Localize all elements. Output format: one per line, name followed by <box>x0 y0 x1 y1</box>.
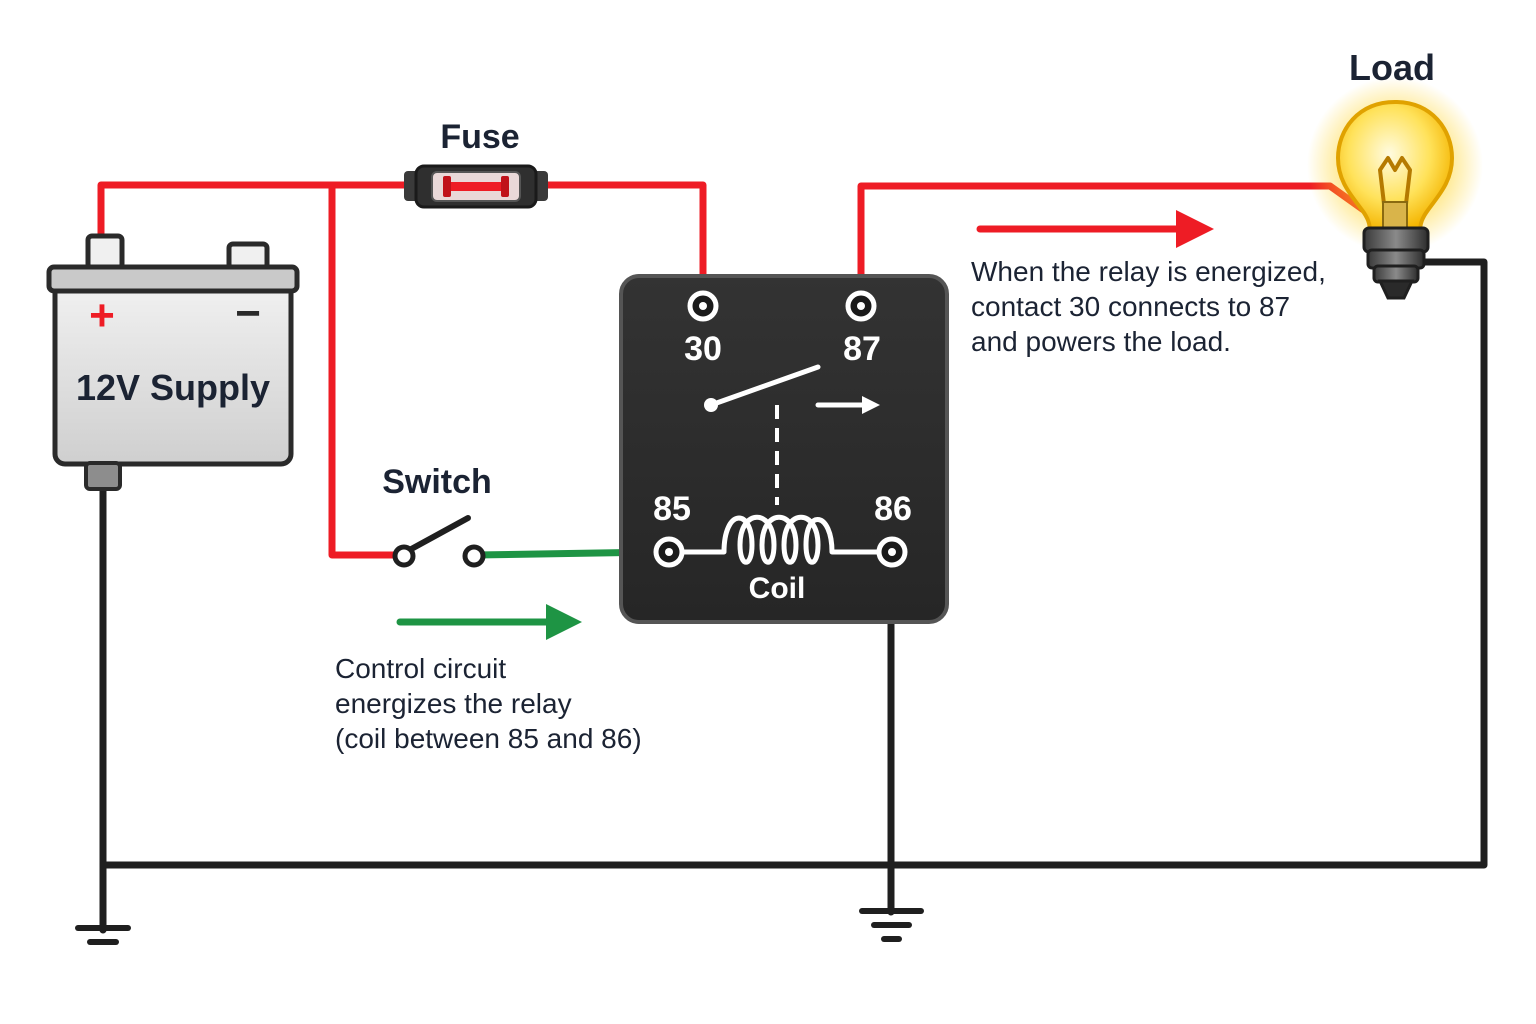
pin-86-label: 86 <box>874 490 912 528</box>
ground-symbol-left <box>75 925 131 945</box>
relay-coil <box>677 514 885 565</box>
battery-positive-wire <box>97 181 416 244</box>
common-ground-bus <box>99 258 1488 869</box>
switch-label: Switch <box>382 463 492 501</box>
relay-contact-pivot <box>704 398 718 412</box>
control-note-line-3: (coil between 85 and 86) <box>335 723 642 754</box>
load-note-line-1: When the relay is energized, <box>971 256 1326 287</box>
battery-minus-sign: − <box>235 289 261 338</box>
load-note: When the relay is energized, contact 30 … <box>971 256 1334 357</box>
control-note-line-1: Control circuit <box>335 653 506 684</box>
battery-plus-sign: + <box>89 291 115 340</box>
load-note-line-3: and powers the load. <box>971 326 1231 357</box>
fuse-to-pin30-wire <box>542 181 707 304</box>
pin-30-label: 30 <box>684 330 722 368</box>
switch-feed-wire <box>328 181 402 559</box>
load-label: Load <box>1349 47 1435 88</box>
ground-symbol-right <box>859 908 924 942</box>
fuse-label: Fuse <box>440 118 519 156</box>
battery <box>46 233 300 491</box>
control-arrow <box>396 604 582 640</box>
light-bulb-icon <box>1307 77 1483 300</box>
pin-87-label: 87 <box>843 330 881 368</box>
relay-contact-arm <box>708 364 821 408</box>
relay <box>619 274 949 624</box>
load-note-line-2: contact 30 connects to 87 <box>971 291 1290 322</box>
control-note: Control circuit energizes the relay (coi… <box>335 653 642 754</box>
fuse <box>404 164 548 209</box>
control-note-line-2: energizes the relay <box>335 688 572 719</box>
pin-85-label: 85 <box>653 490 691 528</box>
supply-label: 12V Supply <box>76 367 270 408</box>
relay-arrow-head <box>862 396 880 414</box>
switch <box>392 515 486 568</box>
load-arrow <box>976 210 1214 248</box>
coil-label: Coil <box>749 572 806 605</box>
